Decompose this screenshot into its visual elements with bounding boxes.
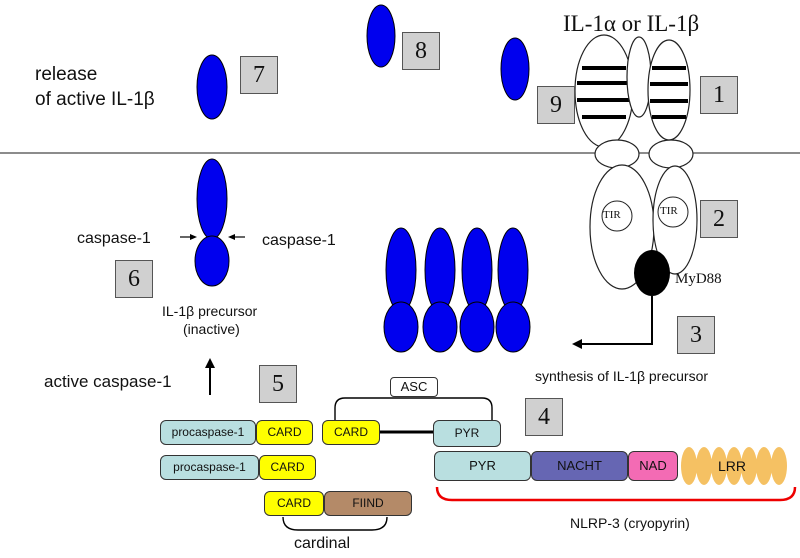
nlrp3-pyr-domain: PYR (434, 451, 531, 481)
card-domain-a: CARD (256, 420, 313, 445)
cardinal-bracket (282, 516, 388, 531)
il1-molecule-9 (500, 37, 530, 101)
asc-bracket (334, 397, 493, 422)
step-box-6: 6 (115, 260, 153, 298)
myd88-label: MyD88 (675, 271, 722, 287)
nacht-domain: NACHT (531, 451, 628, 481)
nad-domain: NAD (628, 451, 678, 481)
synthesis-arrow (580, 296, 653, 345)
precursor-label-1: IL-1β precursor (162, 303, 258, 319)
lrr-repeats (681, 447, 787, 485)
released-il1b-molecule (196, 54, 228, 120)
step-box-1: 1 (700, 76, 738, 114)
receptor-bound-ligand (626, 36, 652, 118)
step-box-8: 8 (402, 32, 440, 70)
precursor-lower (194, 235, 230, 287)
tir-label-right: TIR (660, 205, 678, 217)
il1-ligand-title: IL-1α or IL-1β (563, 11, 700, 36)
transmembrane-left (594, 139, 640, 169)
caspase-right-label: caspase-1 (262, 232, 336, 249)
active-il1b-label: of active IL-1β (35, 89, 155, 110)
card-domain-b: CARD (259, 455, 316, 480)
tir-label-left: TIR (603, 209, 621, 221)
lrr-label: LRR (718, 458, 747, 474)
precursor-label-2: (inactive) (183, 321, 240, 337)
step-box-2: 2 (700, 200, 738, 238)
asc-pyr-domain: PYR (433, 420, 501, 447)
myd88-adapter (634, 250, 670, 296)
synthesis-label: synthesis of IL-1β precursor (535, 368, 709, 384)
active-caspase-label: active caspase-1 (44, 372, 172, 391)
precursor-pool (383, 227, 531, 353)
cardinal-label: cardinal (294, 535, 351, 552)
il1-molecule-8 (366, 4, 396, 68)
fiind-domain: FIIND (324, 491, 412, 516)
step-box-3: 3 (677, 316, 715, 354)
procaspase1-domain-b: procaspase-1 (160, 455, 259, 480)
caspase-left-label: caspase-1 (77, 230, 151, 247)
procaspase1-domain-a: procaspase-1 (160, 420, 256, 445)
asc-label: ASC (390, 377, 438, 397)
step-box-7: 7 (240, 56, 278, 94)
precursor-upper (196, 158, 228, 240)
nlrp3-bracket (435, 486, 797, 502)
nlrp3-label: NLRP-3 (cryopyrin) (570, 515, 690, 531)
release-label: release (35, 64, 98, 85)
asc-card-domain: CARD (322, 420, 380, 445)
cardinal-card-domain: CARD (264, 491, 324, 516)
step-box-9: 9 (537, 86, 575, 124)
receptor-ectodomain-left (574, 34, 634, 148)
step-box-4: 4 (525, 398, 563, 436)
receptor-ectodomain-right (647, 39, 691, 141)
transmembrane-right (648, 139, 694, 169)
step-box-5: 5 (259, 365, 297, 403)
